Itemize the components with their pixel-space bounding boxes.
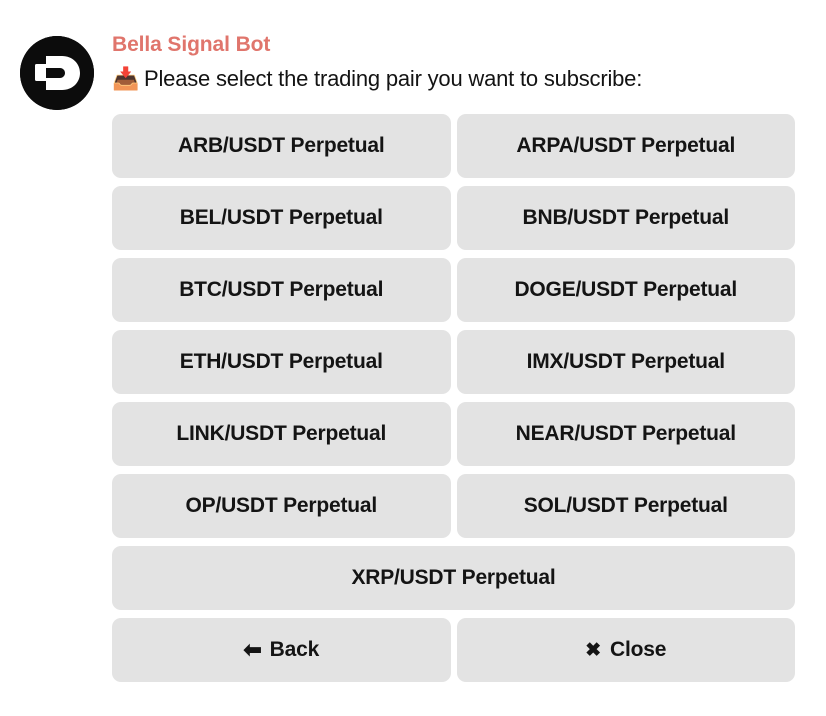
button-label: DOGE/USDT Perpetual xyxy=(514,278,738,301)
keyboard-row: XRP/USDT Perpetual xyxy=(112,546,795,610)
keyboard-row: BTC/USDT Perpetual DOGE/USDT Perpetual xyxy=(112,258,795,322)
button-label: LINK/USDT Perpetual xyxy=(176,422,387,445)
close-button[interactable]: ✖ Close xyxy=(456,618,795,682)
button-label: IMX/USDT Perpetual xyxy=(526,350,725,373)
pair-near-usdt[interactable]: NEAR/USDT Perpetual xyxy=(456,402,795,466)
inbox-tray-icon: 📥 xyxy=(112,66,140,91)
pair-arpa-usdt[interactable]: ARPA/USDT Perpetual xyxy=(456,114,795,178)
keyboard-row: ⬅ Back ✖ Close xyxy=(112,618,795,682)
button-label: XRP/USDT Perpetual xyxy=(351,566,556,589)
back-button[interactable]: ⬅ Back xyxy=(112,618,451,682)
button-label: BTC/USDT Perpetual xyxy=(179,278,384,301)
pair-eth-usdt[interactable]: ETH/USDT Perpetual xyxy=(112,330,451,394)
keyboard-row: BEL/USDT Perpetual BNB/USDT Perpetual xyxy=(112,186,795,250)
pair-sol-usdt[interactable]: SOL/USDT Perpetual xyxy=(456,474,795,538)
pair-doge-usdt[interactable]: DOGE/USDT Perpetual xyxy=(456,258,795,322)
avatar xyxy=(20,36,94,110)
button-label: ARB/USDT Perpetual xyxy=(178,134,385,157)
bot-name: Bella Signal Bot xyxy=(112,33,271,56)
button-label: BNB/USDT Perpetual xyxy=(522,206,730,229)
prompt-row: 📥 Please select the trading pair you wan… xyxy=(112,66,642,92)
keyboard-row: ETH/USDT Perpetual IMX/USDT Perpetual xyxy=(112,330,795,394)
pair-link-usdt[interactable]: LINK/USDT Perpetual xyxy=(112,402,451,466)
bot-logo-d-icon xyxy=(20,36,94,110)
pair-arb-usdt[interactable]: ARB/USDT Perpetual xyxy=(112,114,451,178)
button-label: NEAR/USDT Perpetual xyxy=(515,422,736,445)
button-label: Back xyxy=(269,638,320,661)
button-label: ARPA/USDT Perpetual xyxy=(516,134,736,157)
button-label: Close xyxy=(610,638,667,661)
prompt-text: Please select the trading pair you want … xyxy=(144,66,643,91)
keyboard-row: OP/USDT Perpetual SOL/USDT Perpetual xyxy=(112,474,795,538)
pair-bnb-usdt[interactable]: BNB/USDT Perpetual xyxy=(456,186,795,250)
keyboard-row: LINK/USDT Perpetual NEAR/USDT Perpetual xyxy=(112,402,795,466)
message-header: Bella Signal Bot 📥 Please select the tra… xyxy=(0,0,826,112)
pair-xrp-usdt[interactable]: XRP/USDT Perpetual xyxy=(112,546,795,610)
pair-btc-usdt[interactable]: BTC/USDT Perpetual xyxy=(112,258,451,322)
button-label: OP/USDT Perpetual xyxy=(185,494,378,517)
button-label: ETH/USDT Perpetual xyxy=(179,350,383,373)
left-arrow-icon: ⬅ xyxy=(243,637,262,662)
keyboard-row: ARB/USDT Perpetual ARPA/USDT Perpetual xyxy=(112,114,795,178)
pair-bel-usdt[interactable]: BEL/USDT Perpetual xyxy=(112,186,451,250)
pair-imx-usdt[interactable]: IMX/USDT Perpetual xyxy=(456,330,795,394)
button-label: BEL/USDT Perpetual xyxy=(179,206,383,229)
cross-mark-icon: ✖ xyxy=(585,639,602,661)
pair-op-usdt[interactable]: OP/USDT Perpetual xyxy=(112,474,451,538)
button-label: SOL/USDT Perpetual xyxy=(523,494,728,517)
